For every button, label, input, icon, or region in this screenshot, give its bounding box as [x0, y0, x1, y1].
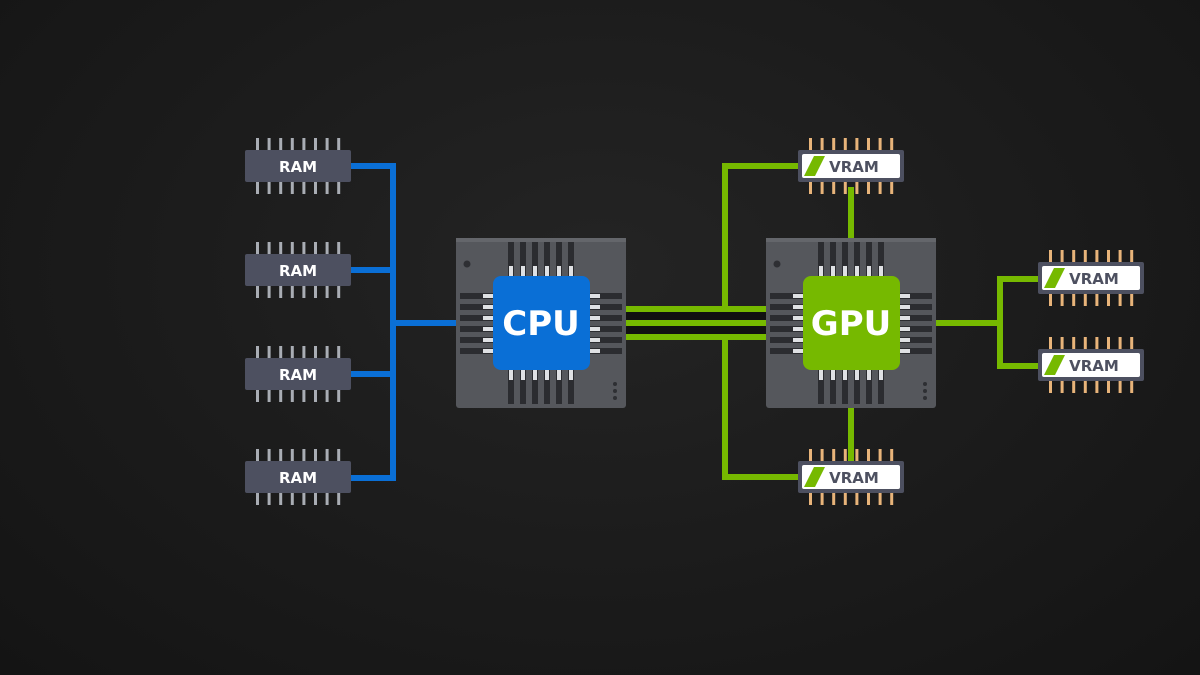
- ram-module: RAM: [245, 138, 351, 194]
- ram-label: RAM: [279, 469, 317, 487]
- cpu-gpu-link: [624, 306, 769, 340]
- cpu-chip: [493, 276, 590, 370]
- ram-body: [245, 254, 351, 286]
- ram-label: RAM: [279, 158, 317, 176]
- cpu-package: CPU: [456, 238, 626, 408]
- vram-module: VRAM: [1038, 250, 1144, 306]
- gpu-label: GPU: [811, 304, 891, 344]
- cpu-traces: [460, 242, 622, 404]
- ram-pins: [256, 449, 341, 505]
- vram-label-plate: [802, 465, 900, 489]
- ram-label: RAM: [279, 366, 317, 384]
- ram-module: RAM: [245, 346, 351, 402]
- ram-module: RAM: [245, 242, 351, 298]
- ram-body: [245, 461, 351, 493]
- ram-module: RAM: [245, 449, 351, 505]
- ram-body: [245, 358, 351, 390]
- vram-pins: [809, 138, 894, 194]
- vram-logo-icon: [1044, 355, 1065, 375]
- vram-label: VRAM: [1069, 270, 1119, 288]
- vram-pins: [1049, 250, 1134, 306]
- vram-label: VRAM: [829, 158, 879, 176]
- vram-module: VRAM: [798, 449, 904, 505]
- ram-body: [245, 150, 351, 182]
- gpu-traces: [770, 242, 932, 404]
- vram-label-plate: [1042, 353, 1140, 377]
- vram-module: VRAM: [798, 138, 904, 194]
- vram-logo-icon: [1044, 268, 1065, 288]
- ram-modules: RAM RAM RAM RAM: [245, 138, 351, 505]
- vram-pins: [809, 449, 894, 505]
- vram-label-plate: [802, 154, 900, 178]
- ram-label: RAM: [279, 262, 317, 280]
- vram-label: VRAM: [1069, 357, 1119, 375]
- vram-pins: [1049, 337, 1134, 393]
- vram-label: VRAM: [829, 469, 879, 487]
- vram-logo-icon: [804, 156, 825, 176]
- gpu-package: GPU: [766, 238, 936, 408]
- gpu-chip: [803, 276, 900, 370]
- vram-label-plate: [1042, 266, 1140, 290]
- vram-logo-icon: [804, 467, 825, 487]
- vram-modules: VRAM VRAM VRAM VRAM: [798, 138, 1144, 505]
- vram-module: VRAM: [1038, 337, 1144, 393]
- ram-bus: [347, 163, 461, 481]
- ram-pins: [256, 346, 341, 402]
- ram-pins: [256, 138, 341, 194]
- cpu-label: CPU: [502, 304, 579, 344]
- ram-pins: [256, 242, 341, 298]
